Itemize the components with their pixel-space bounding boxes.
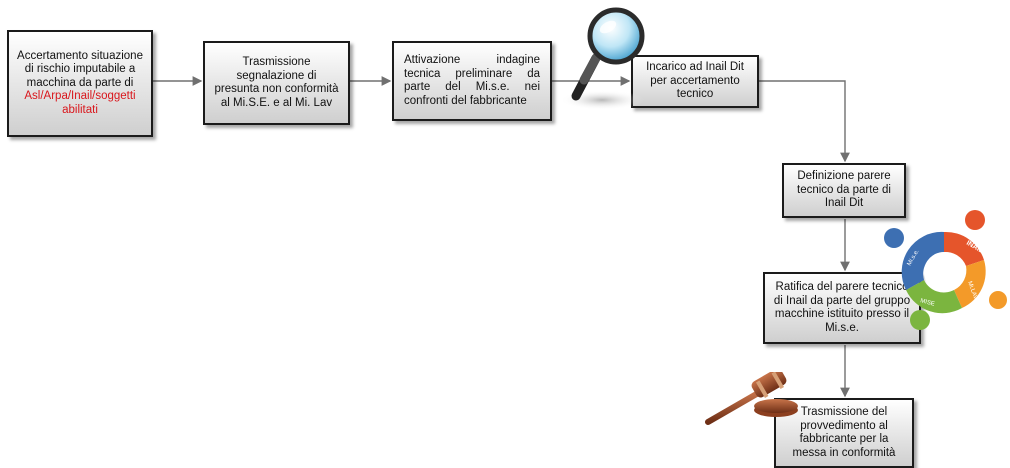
step-trasmissione-segnalazione-text: Trasmissione segnalazione di presunta no… <box>214 56 339 109</box>
step-definizione-parere-text: Definizione parere tecnico da parte di I… <box>797 170 891 210</box>
team-label-mise-green: MISE <box>919 298 935 308</box>
step-accertamento-text: Accertamento situazione di rischio imput… <box>17 49 143 89</box>
step-incarico-inail-text: Incarico ad Inail Dit per accertamento t… <box>646 61 744 101</box>
step-ratifica-parere-box: Ratifica del parere tecnico di Inail da … <box>763 272 921 344</box>
step-trasmissione-segnalazione-box: Trasmissione segnalazione di presunta no… <box>203 41 350 125</box>
step-ratifica-parere-text: Ratifica del parere tecnico di Inail da … <box>773 281 911 334</box>
step-accertamento-highlight: Asl/Arpa/Inail/soggetti abilitati <box>24 90 136 116</box>
magnifier-icon <box>560 7 645 110</box>
step-accertamento-box: Accertamento situazione di rischio imput… <box>7 30 153 137</box>
step-attivazione-indagine-box: Attivazione indagine tecnica preliminare… <box>392 41 552 121</box>
step-trasmissione-provvedimento-text: Trasmissione del provvedimento al fabbri… <box>792 406 896 459</box>
step-attivazione-indagine-text: Attivazione indagine tecnica preliminare… <box>404 54 540 107</box>
team-cycle-icon: INAIL Mi.LAV. MISE Mi.s.e. <box>884 210 1007 330</box>
step-definizione-parere-box: Definizione parere tecnico da parte di I… <box>782 163 906 218</box>
arrow-s4-s5 <box>759 80 850 163</box>
step-incarico-inail-box: Incarico ad Inail Dit per accertamento t… <box>631 55 759 108</box>
gavel-icon <box>705 372 798 425</box>
step-trasmissione-provvedimento-box: Trasmissione del provvedimento al fabbri… <box>774 398 914 468</box>
